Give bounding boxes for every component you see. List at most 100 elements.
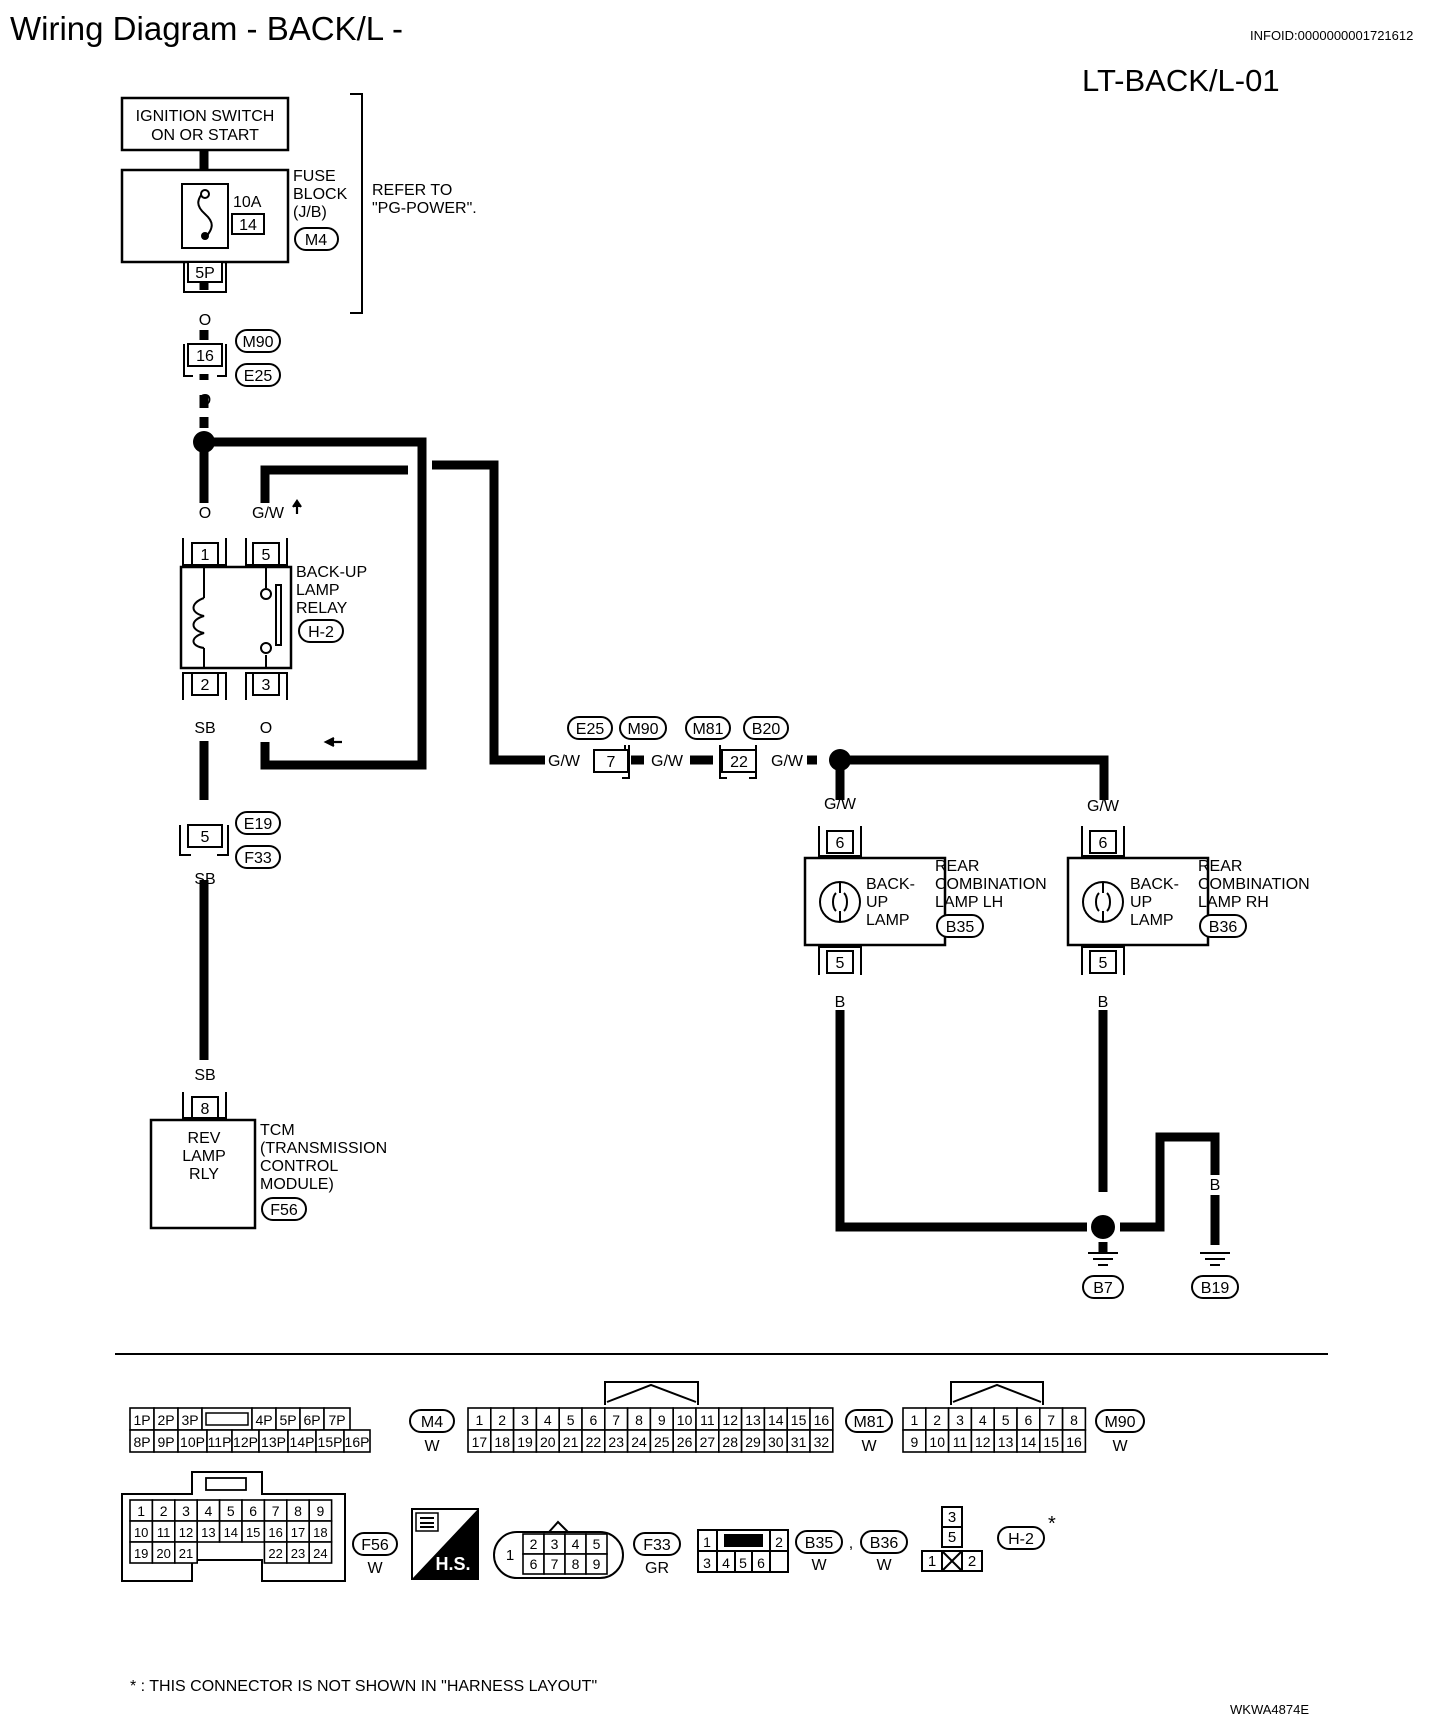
connector-view-f56-pin: 10 <box>134 1525 148 1540</box>
connector-view-f56-pin: 9 <box>317 1503 325 1519</box>
refer-text-2: "PG-POWER". <box>372 200 477 217</box>
fuse-block-connector: M4 <box>305 232 327 249</box>
tcm-box-label-2: LAMP <box>182 1148 226 1165</box>
figure-code: WKWA4874E <box>1230 1702 1309 1717</box>
connector-view-m4-pin: 1P <box>133 1412 150 1428</box>
wire-color-label: G/W <box>824 796 857 813</box>
connector-view-f56-pin: 22 <box>268 1546 282 1561</box>
h2-asterisk: * <box>1048 1513 1056 1535</box>
connector-view-f33-pin-1: 1 <box>506 1547 514 1564</box>
fuse-block-label-3: (J/B) <box>293 204 327 221</box>
connector-view-f56-pin: 11 <box>157 1525 171 1540</box>
connector-view-f56-pin: 3 <box>182 1503 190 1519</box>
connector-view-m4-pin: 2P <box>157 1412 174 1428</box>
wire-color-label: G/W <box>548 753 581 770</box>
tcm-label-1: TCM <box>260 1122 295 1139</box>
connector-tag-f33: F33 <box>244 850 272 867</box>
connector-view-b35-pin: 6 <box>757 1555 765 1571</box>
connector-view-m4-pin: 6P <box>303 1412 320 1428</box>
tcm-label-2: (TRANSMISSION <box>260 1140 387 1157</box>
wire-color-label: B <box>1098 1177 1109 1194</box>
connector-view-m90-pin: 12 <box>975 1434 991 1450</box>
connector-view-m4-pin: 8P <box>133 1434 150 1450</box>
connector-tag-m90: M90 <box>627 721 658 738</box>
backup-lamp-relay-box <box>179 565 293 670</box>
connector-view-f56-cell <box>308 1541 333 1564</box>
connector-view-b35-pin: 2 <box>775 1534 783 1550</box>
connector-view-m81-pin: 26 <box>677 1434 693 1450</box>
connector-view-m90-pin: 7 <box>1047 1412 1055 1428</box>
connector-view-sep: , <box>849 1535 853 1552</box>
connector-view-m4-pin: 10P <box>180 1434 205 1450</box>
relay-label-1: BACK-UP <box>296 564 367 581</box>
connector-view-f56-pin: 20 <box>156 1546 170 1561</box>
wire-color-label: B <box>1098 994 1109 1011</box>
connector-view-m81-pin: 24 <box>631 1434 647 1450</box>
connector-view-f33-name: F33 <box>643 1537 671 1554</box>
connector-view-m90-pin: 13 <box>998 1434 1014 1450</box>
lamp-lh-label-2: COMBINATION <box>935 876 1047 893</box>
wire-color-label: B <box>835 994 846 1011</box>
connector-view-f33-pin: 3 <box>551 1536 559 1552</box>
connector-view-m81-pin: 11 <box>700 1412 715 1428</box>
connector-view-m4-pin: 16P <box>345 1434 370 1450</box>
connector-tag-b20: B20 <box>752 721 781 738</box>
connector-view-m81-pin: 5 <box>567 1412 575 1428</box>
connector-view-m81-pin: 29 <box>745 1434 761 1450</box>
connector-view-f33-pin: 5 <box>593 1536 601 1552</box>
connector-view-m81-pin: 1 <box>476 1412 484 1428</box>
wire-color-label: G/W <box>252 505 285 522</box>
h2-pin-2: 2 <box>968 1553 976 1570</box>
connector-view-f56-pin: 21 <box>179 1546 193 1561</box>
tcm-box-label-3: RLY <box>189 1166 219 1183</box>
connector-view-m4-pin: 11P <box>208 1434 232 1450</box>
wire-color-label: G/W <box>651 753 684 770</box>
connector-view-f56-pin: 17 <box>291 1525 305 1540</box>
splice-dot <box>193 431 215 453</box>
lamp-lh-pin-5: 5 <box>836 955 845 972</box>
ground-b7: B7 <box>1093 1280 1113 1297</box>
connector-view-b35-pin: 1 <box>703 1534 711 1550</box>
connector-view-f56-pin: 2 <box>160 1503 168 1519</box>
connector-view-m81-pin: 8 <box>635 1412 643 1428</box>
page-title: Wiring Diagram - BACK/L - <box>10 10 403 47</box>
relay-pin-1: 1 <box>201 547 210 564</box>
inline-pin-16: 16 <box>196 348 214 365</box>
connector-view-f56-pin: 5 <box>227 1503 235 1519</box>
fuse-block-pin: 5P <box>195 265 215 282</box>
connector-view-f56-pin: 18 <box>313 1525 327 1540</box>
splice-dot <box>1091 1215 1115 1239</box>
connector-view-m4-color: W <box>424 1438 440 1455</box>
tcm-label-4: MODULE) <box>260 1176 334 1193</box>
connector-view-m90-pin: 6 <box>1025 1412 1033 1428</box>
fuse-icon <box>197 189 213 239</box>
relay-connector: H-2 <box>308 624 334 641</box>
connector-view-m4-pin: 13P <box>261 1434 286 1450</box>
connector-tag-e19: E19 <box>244 816 273 833</box>
ground-icon <box>1088 1252 1118 1266</box>
wire-color-label: B <box>1210 1177 1221 1194</box>
connector-view-m81-pin: 19 <box>517 1434 533 1450</box>
connector-view-m4-cell <box>343 1429 371 1453</box>
lamp-lh-label-3: LAMP LH <box>935 894 1003 911</box>
connector-view-m81-pin: 31 <box>791 1434 807 1450</box>
current-arrow-up <box>292 499 302 514</box>
connector-view-f56-pin: 23 <box>291 1546 305 1561</box>
connector-view-m81-pin: 22 <box>586 1434 602 1450</box>
lamp-rh-pin-6: 6 <box>1099 835 1108 852</box>
connector-tag-e25: E25 <box>576 721 605 738</box>
lamp-rh-connector: B36 <box>1209 919 1238 936</box>
wire-color-label: G/W <box>771 753 804 770</box>
connector-view-m81-pin: 23 <box>608 1434 624 1450</box>
connector-view-m90-pin: 11 <box>953 1434 968 1450</box>
connector-view-m81-pin: 25 <box>654 1434 670 1450</box>
connector-view-f33-color: GR <box>645 1560 669 1577</box>
connector-view-m81-pin: 17 <box>472 1434 488 1450</box>
inline-pin-22: 22 <box>730 754 748 771</box>
connector-view-m90-pin: 14 <box>1021 1434 1037 1450</box>
wire-color-label: O <box>199 392 211 409</box>
wire-color-label: G/W <box>1087 798 1120 815</box>
